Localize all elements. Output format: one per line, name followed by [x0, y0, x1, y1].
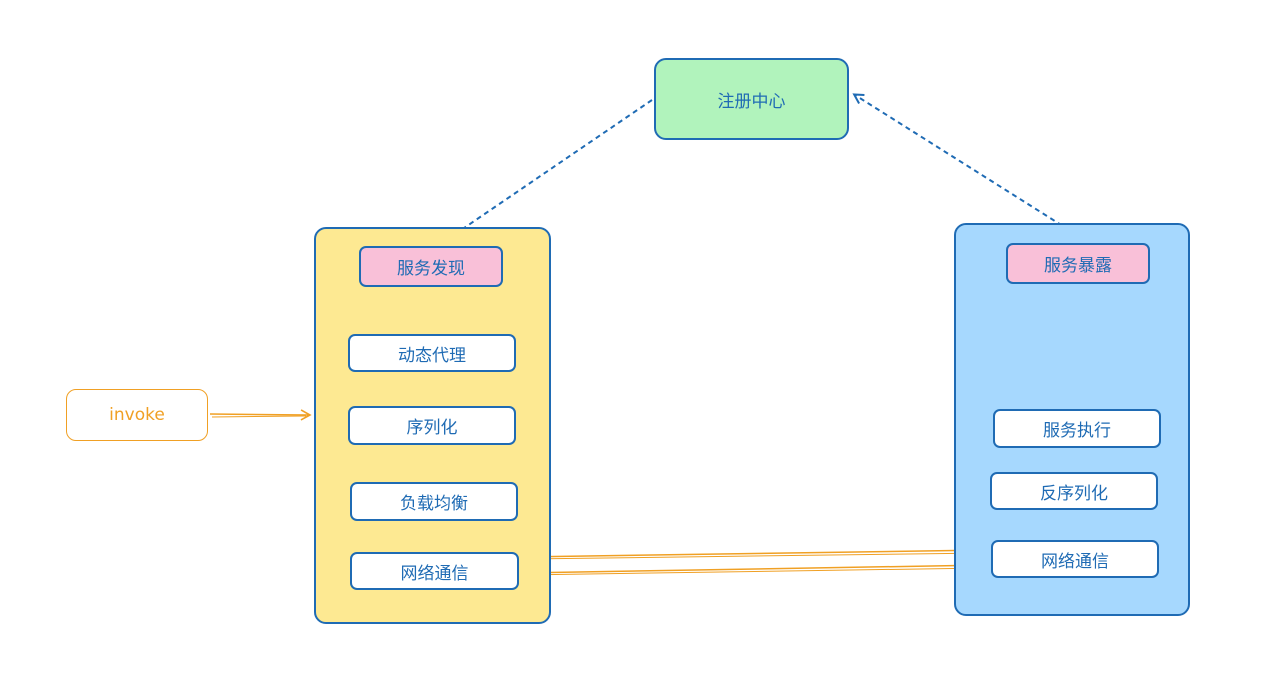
serialization-node: 序列化	[348, 406, 516, 445]
invoke-to-consumer-arrow	[209, 409, 312, 421]
deserialization-node: 反序列化	[990, 472, 1158, 510]
registry-center-label: 注册中心	[717, 91, 786, 112]
invoke-label: invoke	[109, 405, 165, 425]
invoke-node: invoke	[66, 389, 208, 441]
load-balancing-node: 负载均衡	[350, 482, 518, 521]
request-arrow	[520, 559, 990, 576]
dynamic-proxy-label: 动态代理	[398, 345, 466, 366]
service-exposure-label: 服务暴露	[1044, 256, 1112, 276]
provider-network-label: 网络通信	[1041, 551, 1109, 572]
service-execution-label: 服务执行	[1043, 421, 1111, 441]
consumer-network-label: 网络通信	[400, 563, 469, 584]
registry-center-node: 注册中心	[654, 58, 849, 140]
service-execution-node: 服务执行	[993, 409, 1161, 448]
service-discovery-label: 服务发现	[397, 259, 465, 279]
exposure-to-registry-arrow	[855, 95, 1086, 241]
service-exposure-node: 服务暴露	[1006, 243, 1150, 284]
serialization-label: 序列化	[406, 418, 458, 438]
deserialization-label: 反序列化	[1040, 483, 1108, 504]
service-discovery-node: 服务发现	[359, 246, 503, 287]
consumer-network-node: 网络通信	[350, 552, 519, 590]
response-arrow	[520, 549, 989, 563]
registry-to-discovery-arrow	[442, 99, 653, 243]
load-balancing-label: 负载均衡	[400, 494, 468, 514]
provider-network-node: 网络通信	[991, 540, 1159, 578]
dynamic-proxy-node: 动态代理	[348, 334, 516, 372]
